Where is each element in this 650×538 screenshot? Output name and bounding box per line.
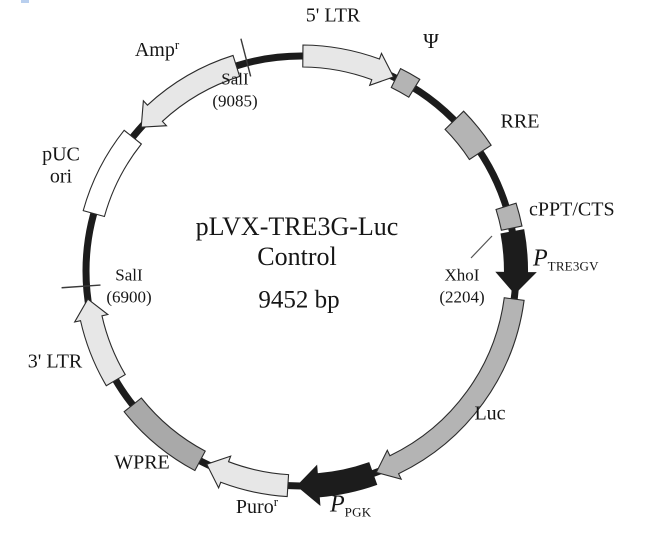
feature-3-ltr [73, 298, 126, 387]
label-luc: Luc [474, 402, 506, 425]
label-puro-sup: r [273, 494, 279, 509]
xhoi-callout-line [470, 235, 493, 259]
label-xhoi-site: XhoI (2204) [439, 264, 484, 308]
label-wpre: WPRE [114, 451, 170, 474]
label-p-pgk: PPGK [330, 492, 371, 521]
feature-wpre [123, 397, 206, 472]
label-p-tre3gv: PTRE3GV [533, 246, 599, 275]
label-5-ltr: 5' LTR [305, 4, 361, 27]
label-puro: Puror [235, 494, 279, 519]
feature-p-tre3gv [495, 229, 537, 295]
plasmid-title-line2: Control [257, 242, 337, 271]
tick-sali-6900 [61, 284, 101, 289]
feature-puc-ori [82, 129, 143, 218]
label-amp: Ampr [134, 37, 180, 62]
plasmid-title-line1: pLVX-TRE3G-Luc [195, 212, 399, 241]
label-puc-line1: pUC [42, 143, 80, 166]
label-sali-6900-enzyme: SalI [115, 265, 143, 285]
label-xhoi-enzyme: XhoI [444, 265, 480, 285]
label-xhoi-pos: (2204) [439, 287, 485, 306]
label-sali-6900-pos: (6900) [106, 287, 152, 306]
feature-rre [444, 110, 492, 161]
label-sali-9085: SalI (9085) [212, 68, 257, 112]
feature-5-ltr [302, 44, 395, 87]
plasmid-size: 9452 bp [258, 286, 340, 314]
label-cppt-cts: cPPT/CTS [529, 198, 615, 221]
label-amp-sup: r [174, 37, 180, 52]
label-p-tre3gv-sub: TRE3GV [547, 258, 599, 274]
plasmid-title: pLVX-TRE3G-Luc Control [196, 212, 399, 272]
scan-artifact [21, 0, 29, 3]
label-sali-6900: SalI (6900) [106, 264, 151, 308]
feature-luc [375, 297, 525, 480]
label-puc-ori: pUC ori [42, 144, 80, 189]
label-sali-9085-pos: (9085) [212, 91, 258, 110]
label-p-tre3gv-p: P [533, 245, 548, 272]
label-amp-base: Amp [134, 39, 175, 61]
tick-sali-9085 [240, 38, 252, 77]
feature-psi [390, 67, 421, 98]
feature-cppt-cts [495, 202, 523, 231]
feature-amp [140, 54, 241, 128]
label-p-pgk-p: P [330, 491, 345, 518]
feature-p-pgk [296, 462, 378, 506]
label-sali-9085-enzyme: SalI [221, 69, 249, 89]
label-puro-base: Puro [235, 496, 274, 518]
feature-puro [205, 455, 290, 498]
label-psi: Ψ [423, 28, 439, 53]
label-rre: RRE [500, 110, 540, 133]
label-p-pgk-sub: PGK [344, 504, 372, 520]
label-puc-line2: ori [49, 166, 73, 188]
label-3-ltr: 3' LTR [27, 350, 83, 373]
